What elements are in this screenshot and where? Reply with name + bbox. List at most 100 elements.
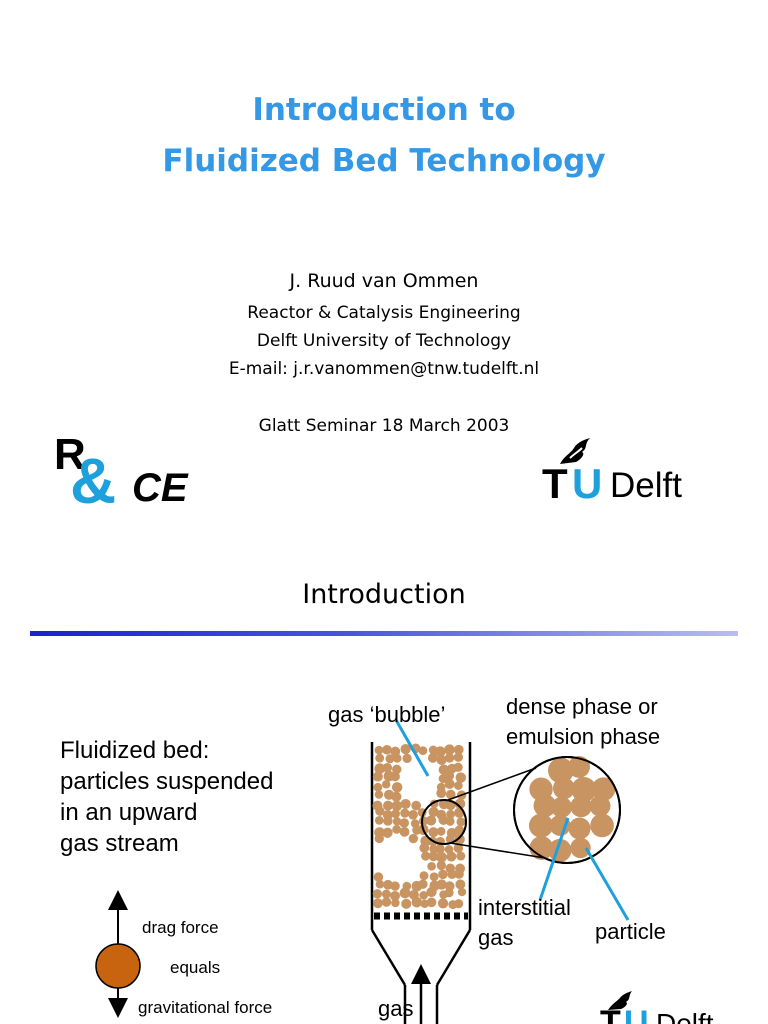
bed-particle [375,806,385,816]
bed-particle [428,851,439,862]
tu-logo-u: U [624,1004,649,1024]
zoom-line-bottom [449,842,546,859]
zoomed-particle [568,817,591,840]
definition-line: in an upward [60,799,198,826]
bed-particle [399,826,410,837]
bed-particle [382,827,393,838]
bed-particle [453,843,464,853]
bed-particle [408,833,419,844]
bed-particle [374,763,386,774]
tu-logo-delft: Delft [610,466,682,505]
bed-particle [455,879,466,890]
bed-particle [419,871,429,881]
bed-particle [408,810,418,820]
bed-particle [454,825,465,836]
bed-particle [381,780,391,789]
slide-title: Introduction [302,579,466,610]
bed-particle [456,851,466,861]
definition-line: particles suspended [60,768,274,795]
bed-particle [372,889,383,899]
particle-label: particle [595,919,666,944]
bed-particle [374,815,384,825]
bed-particle [382,744,392,755]
bed-particle [418,746,428,756]
definition-text: Fluidized bed: particles suspended in an… [60,735,320,859]
bed-particle [426,815,437,826]
bed-particle [373,782,383,792]
bed-particle [401,898,412,909]
zoomed-particle [553,777,575,800]
zoomed-particle [570,837,591,859]
bed-particle [434,746,446,758]
definition-line: Fluidized bed: [60,737,210,764]
university: Delft University of Technology [256,331,512,351]
bed-particle [400,798,411,810]
particle-ball [95,943,141,989]
force-arrows [95,890,141,1018]
interstitial-gas-label-1: interstitial [478,895,571,920]
bed-particle [400,744,411,755]
bed-particle [392,753,402,763]
lens-circle [421,799,467,845]
gas-inlet-label: gas [378,996,414,1021]
bed-particle [383,816,393,826]
arrow-up-icon [108,890,128,910]
bed-particle [427,861,436,871]
bed-particle [436,826,446,836]
bed-particle [381,897,392,907]
bed-particle [390,890,400,901]
bed-particle [383,879,393,890]
bed-particle [418,879,428,889]
bed-particle [381,889,391,899]
bed-particle [454,781,463,790]
zoomed-particle [589,795,611,817]
bed-particle [436,860,447,871]
bed-particle [372,771,383,782]
bed-particle [427,753,438,763]
dense-phase-label-1: dense phase or [506,694,658,719]
bed-particle [382,800,394,811]
bed-particle [445,789,456,800]
title-line-2: Fluidized Bed Technology [162,143,606,179]
tu-logo-delft: Delft [656,1008,714,1024]
bed-particle [437,898,449,909]
bed-particle [444,770,455,781]
zoomed-particle [528,813,554,838]
bed-particle [382,762,393,773]
dense-phase-label-2: emulsion phase [506,724,661,749]
zoomed-particle [529,836,554,860]
bed-particle [445,816,455,826]
bed-particle [399,818,409,828]
bed-particle [453,762,463,772]
bed-particle [453,752,464,762]
bed-particle [400,808,410,818]
bed-particle [390,881,400,891]
bed-particle [426,897,437,908]
tu-delft-logo-bottom: T U Delft [600,990,768,1024]
zoomed-particle [568,755,590,778]
bed-particle [391,898,400,908]
bed-particle [385,754,395,764]
title-line-1: Introduction to [252,92,516,128]
bed-particle [372,898,383,909]
bed-particle [399,887,411,899]
arrow-down-icon [108,998,128,1018]
zoom-particles [528,755,616,863]
event-date: Glatt Seminar 18 March 2003 [258,416,510,436]
bed-particle [428,827,439,838]
zoomed-particle [590,813,614,838]
bed-particle [438,869,448,880]
bed-particle [411,800,422,811]
bed-particle [411,896,423,908]
flame-icon [608,991,632,1010]
zoomed-particle [548,757,574,784]
bed-particle [391,809,401,819]
bed-particle [374,833,384,844]
bed-particle [444,744,455,756]
bed-particle [457,887,467,897]
zoomed-particle [570,795,592,818]
bed-particle [374,745,384,755]
bed-particle [455,772,467,783]
column-particles [372,743,467,910]
